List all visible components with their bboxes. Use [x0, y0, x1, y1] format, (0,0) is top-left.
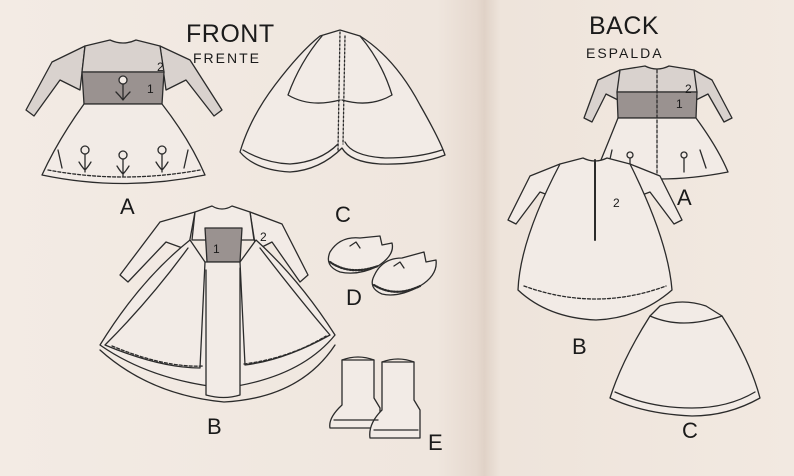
front-subheading: FRENTE [193, 50, 261, 66]
front-view-e-label: E [428, 430, 443, 455]
back-view-c-label: C [682, 418, 698, 443]
back-a-piece-2: 2 [685, 82, 692, 96]
front-view-a-label: A [120, 194, 135, 219]
back-b-dress-drawing [507, 157, 683, 321]
front-view-d-label: D [346, 285, 362, 310]
front-view-c-label: C [335, 202, 351, 227]
front-e-boots-drawing [329, 356, 421, 439]
back-view-b-label: B [572, 334, 587, 359]
front-b-piece-1: 1 [213, 242, 220, 256]
back-b-piece-2: 2 [613, 196, 620, 210]
front-a-piece-1: 1 [147, 82, 154, 96]
front-view-b-label: B [207, 414, 222, 439]
front-d-moccasins-drawing [327, 235, 437, 296]
back-c-cape-drawing [609, 301, 761, 417]
back-view-a-label: A [677, 185, 692, 210]
front-a-piece-2: 2 [157, 60, 164, 74]
front-c-cape-drawing [239, 29, 446, 173]
back-subheading: ESPALDA [586, 45, 664, 61]
front-heading: FRONT [186, 20, 275, 48]
front-a-dress-drawing [25, 39, 223, 185]
back-heading: BACK [589, 12, 660, 40]
front-b-piece-2: 2 [260, 230, 267, 244]
back-a-piece-1: 1 [676, 97, 683, 111]
front-b-dress-drawing [99, 205, 336, 403]
